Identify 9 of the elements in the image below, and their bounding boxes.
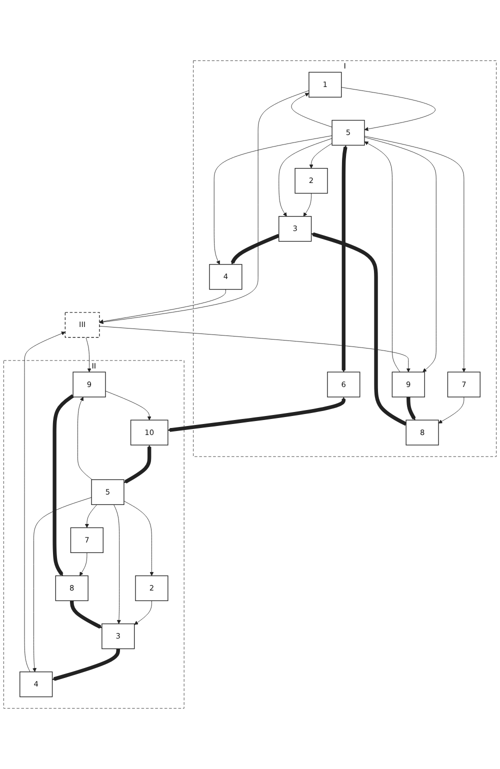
arrow: [406, 396, 416, 420]
arrow: [52, 648, 120, 681]
arrow: [230, 234, 280, 265]
arrow: [311, 232, 407, 426]
arrow: [70, 600, 102, 629]
arrow: [342, 145, 348, 372]
arrow: [124, 445, 152, 484]
arrow: [52, 394, 74, 576]
arrow: [168, 396, 346, 432]
